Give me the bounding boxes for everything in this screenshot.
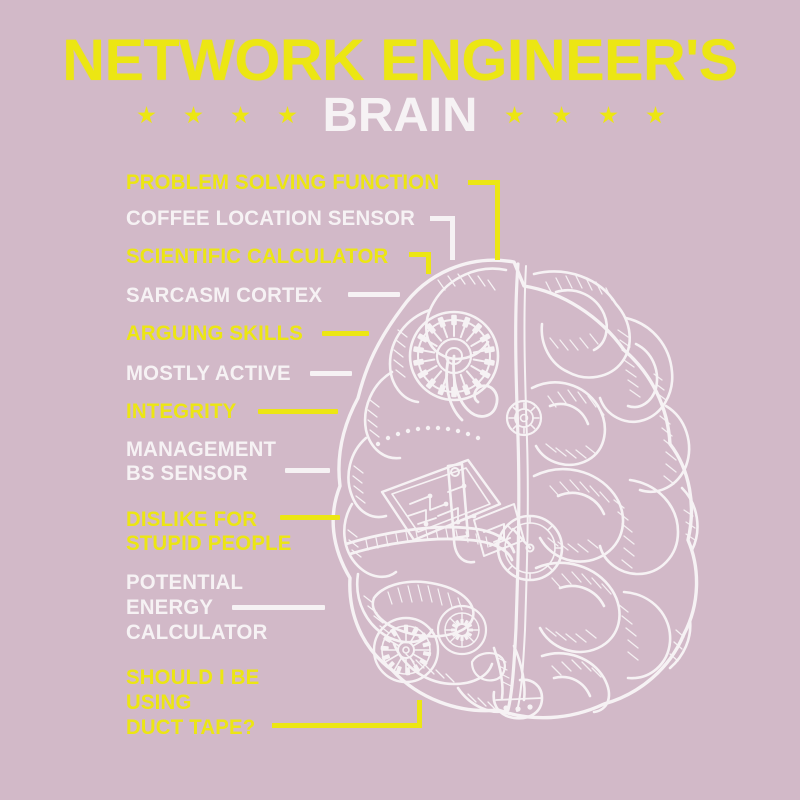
label-should-i-be-using-duct-tape: SHOULD I BE USING DUCT TAPE?: [126, 666, 260, 739]
poster-title-block: NETWORK ENGINEER'S BRAIN: [0, 30, 800, 140]
mechanical-brain-line-art-icon: [331, 258, 699, 720]
label-scientific-calculator: SCIENTIFIC CALCULATOR: [126, 245, 389, 268]
label-dislike-for-stupid-people: DISLIKE FOR STUPID PEOPLE: [126, 508, 292, 555]
leader-horizontal: [430, 216, 455, 221]
leader-mostly-active: [310, 371, 352, 376]
label-potential-energy-calculator: POTENTIAL ENERGY CALCULATOR: [126, 571, 268, 644]
label-problem-solving-function: PROBLEM SOLVING FUNCTION: [126, 171, 440, 194]
brain-illustration: [318, 248, 710, 730]
leader-should-i-be-using-duct-tape: [272, 700, 422, 728]
title-line-1: NETWORK ENGINEER'S: [62, 28, 738, 93]
leader-dislike-for-stupid-people: [280, 515, 340, 520]
label-mostly-active: MOSTLY ACTIVE: [126, 362, 291, 385]
leader-potential-energy-calculator: [232, 605, 325, 610]
title-row-2: BRAIN: [0, 89, 800, 142]
leader-horizontal: [468, 180, 500, 185]
star-icon: [599, 106, 618, 124]
label-sarcasm-cortex: SARCASM CORTEX: [126, 284, 323, 307]
leader-coffee-location-sensor: [430, 216, 455, 260]
leader-arguing-skills: [322, 331, 369, 336]
leader-vertical: [495, 180, 500, 260]
star-icon: [505, 106, 524, 124]
stars-left-group: [137, 106, 297, 125]
leader-horizontal: [409, 252, 431, 257]
label-management-bs-sensor: MANAGEMENT BS SENSOR: [126, 438, 277, 485]
leader-integrity: [258, 409, 338, 414]
title-line-2: BRAIN: [322, 89, 478, 142]
star-icon: [552, 106, 571, 124]
leader-vertical: [426, 252, 431, 274]
stars-right-group: [505, 106, 665, 125]
label-coffee-location-sensor: COFFEE LOCATION SENSOR: [126, 207, 416, 230]
leader-sarcasm-cortex: [348, 292, 400, 297]
label-arguing-skills: ARGUING SKILLS: [126, 322, 304, 345]
label-integrity: INTEGRITY: [126, 400, 237, 423]
leader-horizontal: [272, 723, 422, 728]
leader-vertical: [450, 216, 455, 260]
leader-vertical: [417, 700, 422, 728]
leader-problem-solving-function: [468, 180, 500, 260]
leader-management-bs-sensor: [285, 468, 330, 473]
star-icon: [646, 106, 665, 124]
leader-scientific-calculator: [409, 252, 431, 274]
